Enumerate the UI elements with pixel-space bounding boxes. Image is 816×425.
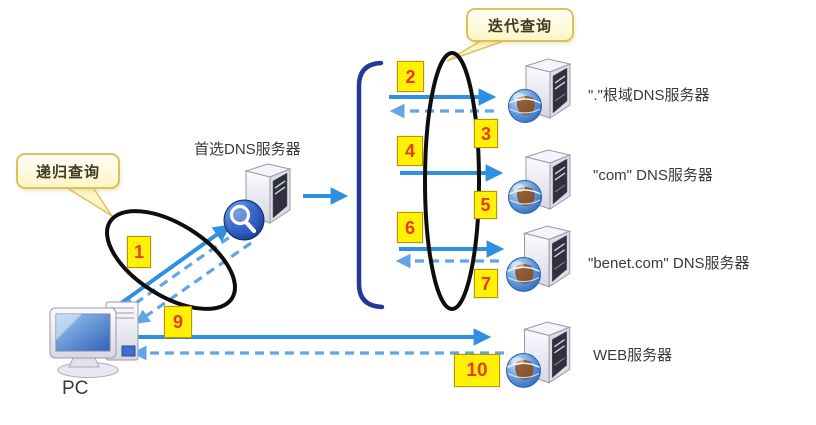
benet-dns-server-label: "benet.com" DNS服务器	[588, 255, 750, 272]
step-badge-9: 9	[164, 306, 192, 338]
web-server-label: WEB服务器	[593, 347, 673, 364]
com-dns-server-label: "com" DNS服务器	[593, 167, 713, 184]
recursive-scope-ellipse	[105, 209, 237, 311]
step-badge-10: 10	[454, 354, 500, 387]
iterative-bracket	[356, 60, 385, 310]
root-dns-server-label: "."根域DNS服务器	[588, 87, 710, 104]
recursive-query-callout: 递归查询	[16, 153, 120, 189]
iterative-query-label: 迭代查询	[487, 17, 552, 35]
arrow-recursive-response-dashed-a	[121, 227, 242, 313]
web-server-icon	[504, 316, 582, 392]
recursive-callout-tail	[61, 185, 113, 217]
benet-dns-server-icon	[504, 221, 582, 295]
com-dns-server-icon	[506, 146, 582, 216]
iterative-scope-ellipse	[423, 51, 481, 311]
iterative-query-callout: 迭代查询	[466, 8, 574, 42]
step-badge-5: 5	[474, 191, 497, 219]
pc-icon	[44, 294, 160, 380]
step-badge-3: 3	[474, 119, 498, 148]
root-dns-server-icon	[506, 55, 582, 125]
pc-label: PC	[62, 378, 89, 399]
step-badge-2: 2	[397, 61, 424, 92]
step-badge-7: 7	[474, 269, 498, 298]
arrow-recursive-response-dashed-b	[134, 241, 252, 324]
step-badge-1: 1	[127, 236, 151, 268]
step-badge-6: 6	[397, 212, 423, 243]
preferred-dns-server-label: 首选DNS服务器	[194, 141, 301, 158]
recursive-query-label: 递归查询	[35, 163, 100, 181]
preferred-dns-server-icon	[220, 160, 304, 248]
step-badge-4: 4	[397, 136, 423, 166]
